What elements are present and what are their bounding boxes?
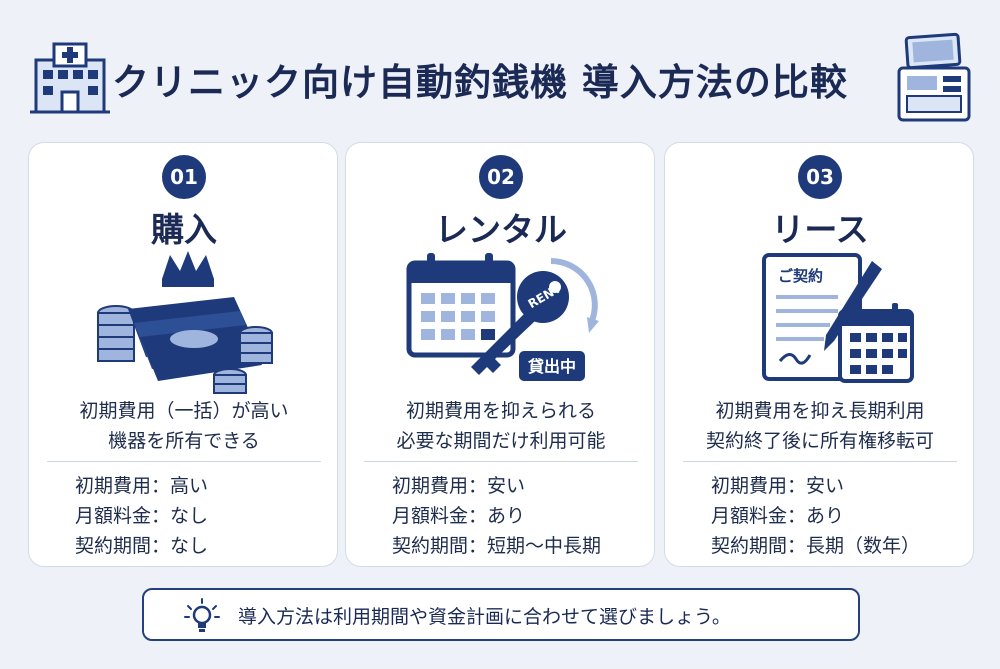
contract-doc-label: ご契約 — [778, 267, 823, 285]
tip-text: 導入方法は利用期間や資金計画に合わせて選びましょう。 — [238, 606, 731, 628]
description-line: 契約終了後に所有権移転可 — [705, 430, 934, 452]
term-contract-period: 契約期間：なし — [75, 535, 209, 557]
terms-list: 初期費用：安い 月額料金：あり 契約期間：短期〜中長期 — [392, 471, 601, 561]
card-description: 初期費用を抑え長期利用 契約終了後に所有権移転可 — [665, 396, 975, 456]
card-number-badge: 02 — [479, 155, 523, 199]
term-contract-period: 契約期間：短期〜中長期 — [392, 535, 602, 557]
money-stack-crown-icon — [97, 251, 273, 394]
card-number-badge: 03 — [798, 155, 842, 199]
hospital-icon — [30, 42, 110, 114]
divider — [683, 461, 957, 462]
term-initial-cost: 初期費用：安い — [392, 475, 526, 497]
page-title: クリニック向け自動釣銭機 導入方法の比較 — [112, 61, 848, 104]
kiosk-icon — [897, 32, 971, 122]
term-initial-cost: 初期費用：安い — [711, 475, 845, 497]
description-line: 初期費用（一括）が高い — [79, 400, 289, 422]
divider — [364, 461, 638, 462]
terms-list: 初期費用：安い 月額料金：あり 契約期間：長期（数年） — [711, 471, 920, 561]
calendar-key-icon: RENT 貸出中 — [406, 253, 599, 381]
card-purchase: 01 購入 初期費用（一括）が高い 機器を所有できる 初期費用：高い 月額料金：… — [28, 142, 338, 567]
lightbulb-icon — [184, 598, 220, 632]
card-rental: 02 レンタル RENT 貸出中 初期費用を抑えられる 必要な期間だけ利用可能 … — [345, 142, 655, 567]
card-title: 購入 — [151, 210, 217, 249]
term-initial-cost: 初期費用：高い — [75, 475, 209, 497]
card-description: 初期費用を抑えられる 必要な期間だけ利用可能 — [346, 396, 656, 456]
card-description: 初期費用（一括）が高い 機器を所有できる — [29, 396, 339, 456]
divider — [47, 461, 321, 462]
tip-box: 導入方法は利用期間や資金計画に合わせて選びましょう。 — [142, 588, 860, 641]
description-line: 必要な期間だけ利用可能 — [396, 430, 606, 452]
card-lease: 03 リース ご契約 初期費用を抑え長期利用 契約終了後に所有権移転可 初期費用… — [664, 142, 974, 567]
term-monthly-fee: 月額料金：あり — [392, 505, 526, 527]
card-title: リース — [771, 210, 869, 249]
term-monthly-fee: 月額料金：あり — [711, 505, 845, 527]
description-line: 初期費用を抑え長期利用 — [715, 400, 925, 422]
rental-badge: 貸出中 — [527, 357, 576, 376]
term-contract-period: 契約期間：長期（数年） — [711, 535, 921, 557]
term-monthly-fee: 月額料金：なし — [75, 505, 209, 527]
terms-list: 初期費用：高い 月額料金：なし 契約期間：なし — [75, 471, 208, 561]
card-number-badge: 01 — [162, 155, 206, 199]
contract-pen-calendar-icon: ご契約 — [762, 253, 914, 383]
card-title: レンタル — [435, 210, 567, 249]
header: クリニック向け自動釣銭機 導入方法の比較 — [0, 30, 1000, 130]
description-line: 初期費用を抑えられる — [405, 400, 596, 422]
description-line: 機器を所有できる — [108, 430, 260, 452]
